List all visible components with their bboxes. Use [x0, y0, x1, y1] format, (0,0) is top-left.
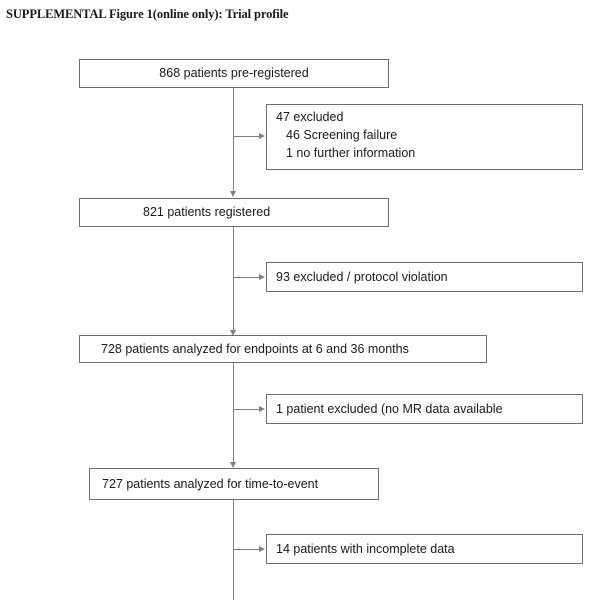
- arrow-right-4: [259, 546, 265, 552]
- connector-1: [233, 87, 234, 194]
- excluded2-label: 93 excluded / protocol violation: [276, 270, 448, 284]
- branch-4: [233, 549, 261, 550]
- box-excluded-screening: 47 excluded 46 Screening failure 1 no fu…: [266, 104, 583, 170]
- arrow-down-3: [230, 462, 236, 468]
- connector-2: [233, 227, 234, 334]
- excluded3-label: 1 patient excluded (no MR data available: [276, 402, 503, 416]
- arrow-down-1: [230, 191, 236, 197]
- analyzed-tte-label: 727 patients analyzed for time-to-event: [102, 477, 319, 491]
- figure-title: SUPPLEMENTAL Figure 1(online only): Tria…: [6, 7, 289, 21]
- box-analyzed-endpoints: 728 patients analyzed for endpoints at 6…: [79, 335, 487, 363]
- branch-2: [233, 277, 261, 278]
- arrow-right-3: [259, 406, 265, 412]
- arrow-down-2: [230, 330, 236, 336]
- box-preregistered: 868 patients pre-registered: [79, 59, 389, 88]
- registered-label: 821 patients registered: [143, 205, 271, 219]
- box-incomplete: 14 patients with incomplete data: [266, 534, 583, 564]
- connector-3: [233, 362, 234, 465]
- box-analyzed-tte: 727 patients analyzed for time-to-event: [89, 468, 379, 500]
- arrow-right-1: [259, 133, 265, 139]
- preregistered-label: 868 patients pre-registered: [159, 66, 309, 80]
- analyzed-endpoints-label: 728 patients analyzed for endpoints at 6…: [101, 342, 409, 356]
- branch-3: [233, 409, 261, 410]
- excluded1-heading: 47 excluded: [276, 110, 344, 124]
- excluded1-line2: 1 no further information: [286, 146, 416, 160]
- box-registered: 821 patients registered: [79, 198, 389, 227]
- excluded1-line1: 46 Screening failure: [286, 128, 398, 142]
- box-excluded-mr: 1 patient excluded (no MR data available: [266, 394, 583, 424]
- branch-1: [233, 136, 261, 137]
- box-excluded-protocol: 93 excluded / protocol violation: [266, 262, 583, 292]
- arrow-right-2: [259, 274, 265, 280]
- incomplete-label: 14 patients with incomplete data: [276, 542, 455, 556]
